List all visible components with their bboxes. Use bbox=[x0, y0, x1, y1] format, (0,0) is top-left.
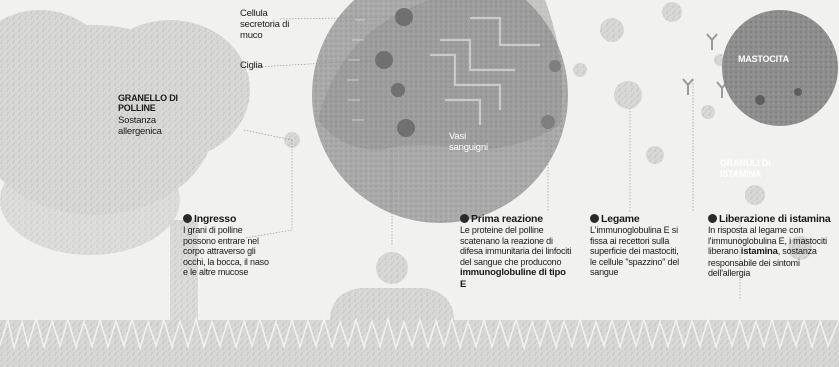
step-4-title: Liberazione di istamina bbox=[708, 213, 833, 225]
step-legame: Legame L'immunoglobulina E si fissa ai r… bbox=[590, 213, 686, 278]
step-liberazione: Liberazione di istamina In risposta al l… bbox=[708, 213, 833, 279]
label-granello-sub: Sostanza allergenica bbox=[118, 115, 178, 137]
step-3-text: L'immunoglobulina E si fissa ai recettor… bbox=[590, 225, 686, 278]
label-cellula: Cellula secretoria di muco bbox=[240, 8, 300, 41]
step-2-bold: immunoglobuline di tipo E bbox=[460, 267, 566, 290]
antibodies bbox=[683, 34, 727, 98]
step-4-bold: istamina bbox=[741, 246, 778, 257]
step-4-text: In risposta al legame con l'immunoglobul… bbox=[708, 225, 833, 279]
step-1-text: I grani di polline possono entrare nel c… bbox=[183, 225, 275, 278]
step-2-text: Le proteine del polline scatenano la rea… bbox=[460, 225, 572, 291]
tree-illustration bbox=[0, 10, 250, 340]
label-mastocita: MASTOCITA bbox=[738, 54, 789, 65]
label-vasi-sanguigni: Vasi sanguigni bbox=[449, 131, 499, 153]
step-ingresso: Ingresso I grani di polline possono entr… bbox=[183, 213, 275, 278]
step-1-title: Ingresso bbox=[183, 213, 275, 225]
cell-cross-section bbox=[312, 0, 568, 223]
step-prima-reazione: Prima reazione Le proteine del polline s… bbox=[460, 213, 572, 291]
step-3-bullet-icon bbox=[590, 214, 599, 223]
step-3-title: Legame bbox=[590, 213, 686, 225]
mastocita-cell bbox=[722, 10, 838, 126]
label-granuli-istamina: GRANULI DI ISTAMINA bbox=[720, 158, 790, 179]
label-granello-title: GRANELLO DI POLLINE bbox=[118, 93, 178, 113]
step-2-title: Prima reazione bbox=[460, 213, 572, 225]
step-2-bullet-icon bbox=[460, 214, 469, 223]
label-ciglia: Ciglia bbox=[240, 60, 263, 71]
step-4-bullet-icon bbox=[708, 214, 717, 223]
grass-strip bbox=[0, 318, 839, 367]
step-1-bullet-icon bbox=[183, 214, 192, 223]
